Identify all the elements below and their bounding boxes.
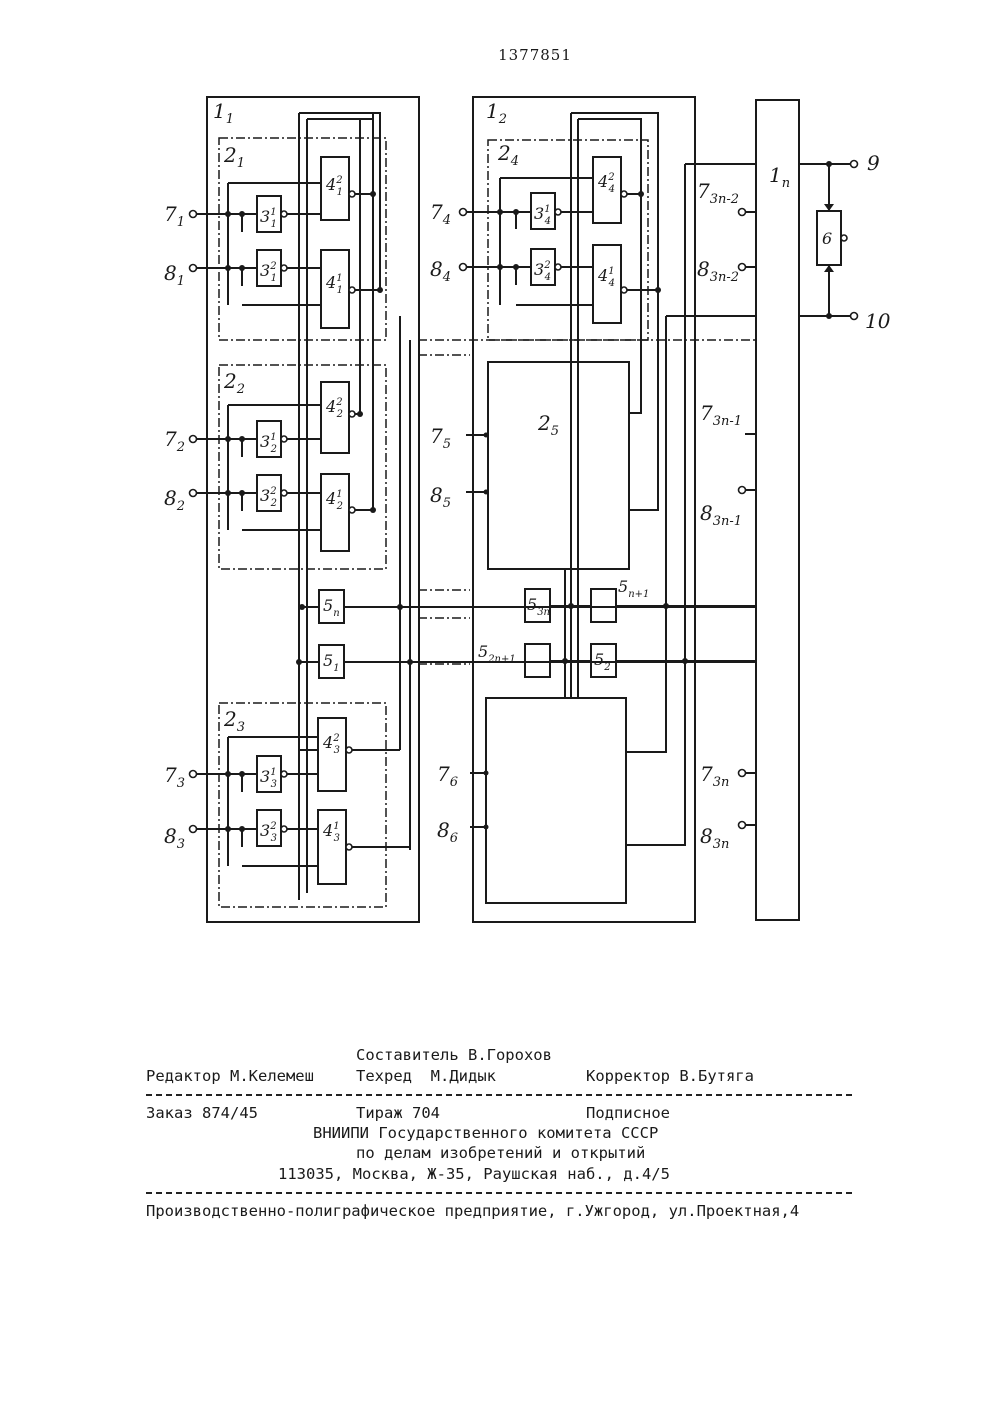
label-input-8-3n-2: 83n-2 — [697, 257, 739, 285]
label-element-3-2-4: 324 — [534, 260, 551, 283]
element-4-2-3-box — [318, 718, 346, 791]
label-module-1-n: 1n — [769, 163, 790, 191]
label-input-7-1: 71 — [164, 202, 185, 230]
label-element-3-1-1: 311 — [260, 207, 277, 230]
label-element-4-2-2: 422 — [325, 397, 343, 420]
element-4-1-2-box — [321, 474, 349, 551]
label-element-4-2-3: 423 — [322, 733, 340, 756]
label-element-3-2-2: 322 — [260, 486, 277, 509]
label-input-7-3n-2: 73n-2 — [697, 179, 739, 207]
label-element-5-1: 51 — [323, 651, 340, 674]
label-input-8-5: 85 — [430, 483, 451, 511]
label-element-4-2-4: 424 — [597, 172, 615, 195]
block-2-4-frame — [488, 140, 648, 340]
colophon: Составитель В.Горохов Редактор М.Келемеш… — [0, 0, 19, 324]
label-element-6: 6 — [822, 229, 832, 248]
label-element-4-1-1: 411 — [325, 273, 343, 296]
block-2-5-box — [488, 362, 629, 569]
label-element-3-1-3: 313 — [260, 767, 277, 790]
label-output-9: 9 — [867, 151, 880, 175]
label-input-8-3n-1: 83n-1 — [700, 501, 742, 529]
block-lower-box — [486, 698, 626, 903]
module-1-1-frame — [207, 97, 419, 922]
label-element-5-2: 52 — [594, 650, 611, 673]
label-input-7-3n: 73n — [700, 762, 729, 790]
label-element-3-2-3: 323 — [260, 821, 277, 844]
label-element-3-1-2: 312 — [260, 432, 277, 455]
org-line-1: ВНИИПИ Государственного комитета СССР — [313, 1124, 658, 1142]
label-module-1-1: 11 — [213, 99, 234, 127]
label-block-2-2: 22 — [223, 369, 245, 397]
label-input-8-2: 82 — [164, 486, 185, 514]
label-input-8-3n: 83n — [700, 824, 729, 852]
label-input-7-2: 72 — [164, 427, 185, 455]
compiler: Составитель В.Горохов — [356, 1046, 552, 1064]
label-element-4-1-4: 414 — [597, 266, 615, 289]
printer: Производственно-полиграфическое предприя… — [146, 1202, 799, 1220]
circuit-schematic: 11 12 1n 21 22 23 24 25 311 321 312 322 … — [0, 0, 1000, 960]
arrow-into-6-top — [824, 204, 834, 211]
label-output-10: 10 — [865, 309, 891, 333]
module-1-2-frame — [473, 97, 695, 922]
editor: Редактор М.Келемеш — [146, 1067, 314, 1085]
label-element-3-2-1: 321 — [260, 261, 277, 284]
label-element-3-1-4: 314 — [534, 204, 551, 227]
label-input-7-5: 75 — [430, 424, 451, 452]
element-4-2-2-box — [321, 382, 349, 453]
label-element-5-n1: 5n+1 — [618, 577, 649, 600]
label-module-1-2: 12 — [486, 99, 507, 127]
label-element-5-3n: 53n — [527, 595, 550, 618]
label-element-4-2-1: 421 — [325, 175, 343, 198]
label-element-4-1-3: 413 — [322, 821, 340, 844]
label-input-8-4: 84 — [430, 257, 451, 285]
subscription: Подписное — [586, 1104, 670, 1122]
element-5-2n1-box — [525, 644, 550, 677]
label-input-7-3n-1: 73n-1 — [700, 401, 742, 429]
label-input-8-3: 83 — [164, 824, 185, 852]
divider-bottom — [146, 1192, 852, 1194]
circulation: Тираж 704 — [356, 1104, 440, 1122]
label-input-8-1: 81 — [164, 261, 185, 289]
label-input-7-3: 73 — [164, 763, 185, 791]
label-element-5-n: 5n — [323, 596, 340, 619]
corrector: Корректор В.Бутяга — [586, 1067, 754, 1085]
order: Заказ 874/45 — [146, 1104, 258, 1122]
techred: Техред М.Дидык — [356, 1067, 496, 1085]
label-input-7-4: 74 — [430, 200, 451, 228]
label-block-2-5: 25 — [537, 411, 559, 439]
arrow-into-6-bottom — [824, 265, 834, 272]
module-1-n-bar — [756, 100, 799, 920]
label-block-2-1: 21 — [223, 143, 245, 171]
module-1-2-inner-frame — [473, 97, 695, 922]
label-input-8-6: 86 — [437, 818, 458, 846]
divider-top — [146, 1094, 852, 1096]
org-line-2: по делам изобретений и открытий — [356, 1144, 645, 1162]
label-block-2-3: 23 — [223, 707, 245, 735]
label-block-2-4: 24 — [497, 141, 519, 169]
label-element-4-1-2: 412 — [325, 489, 343, 512]
org-address: 113035, Москва, Ж-35, Раушская наб., д.4… — [278, 1165, 670, 1183]
element-5-n1-box — [591, 589, 616, 622]
label-input-7-6: 76 — [437, 762, 458, 790]
